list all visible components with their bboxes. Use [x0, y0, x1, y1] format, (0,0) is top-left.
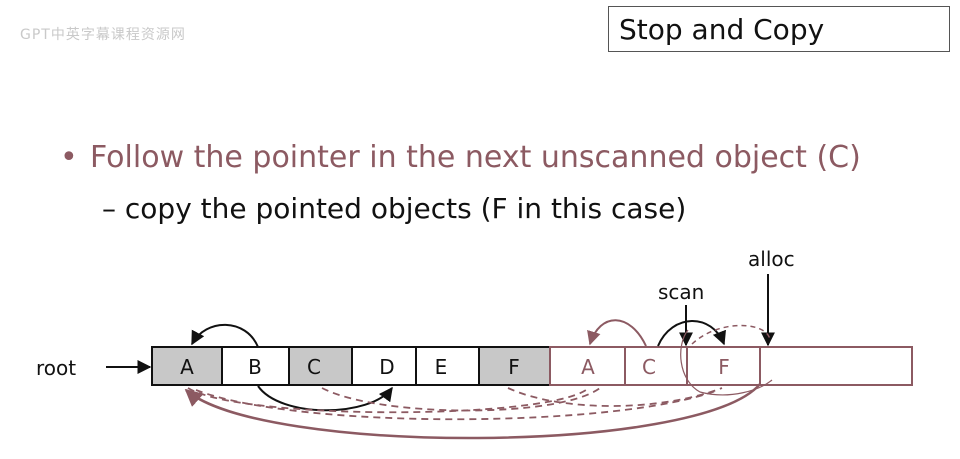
forward-arc-top [691, 324, 771, 345]
from-label-d: D [379, 355, 394, 379]
bullet-point: • Follow the pointer in the next unscanne… [60, 140, 861, 175]
pointer-to-c-to-a [587, 319, 647, 347]
to-label-f: F [718, 355, 730, 379]
forward-a [187, 387, 587, 414]
from-cell-e [415, 346, 480, 386]
pointer-b-to-a [191, 323, 259, 348]
alloc-label: alloc [748, 247, 795, 271]
from-cell-c [288, 346, 353, 386]
from-cell-f [478, 346, 551, 386]
pointer-to-c-to-f [657, 320, 726, 347]
from-cell-b [221, 346, 290, 386]
forward-f [507, 387, 723, 407]
to-cell-a [549, 346, 626, 386]
from-label-a: A [180, 355, 194, 379]
from-label-c: C [307, 355, 321, 379]
to-free-space [759, 346, 913, 386]
from-label-b: B [248, 355, 262, 379]
forward-f-long [195, 389, 719, 421]
bullet-text: Follow the pointer in the next unscanned… [90, 140, 861, 175]
to-cell-c [624, 346, 688, 386]
bullet-dot: • [60, 140, 78, 175]
scan-label: scan [658, 280, 704, 304]
slide-title-box: Stop and Copy [608, 6, 950, 52]
pointer-c-to-d [257, 385, 393, 412]
watermark: GPT中英字幕课程资源网 [20, 27, 186, 43]
sub-bullet: – copy the pointed objects (F in this ca… [102, 192, 687, 225]
to-cell-f [686, 346, 761, 386]
slide-title: Stop and Copy [619, 13, 825, 46]
to-label-c: C [642, 355, 656, 379]
from-label-e: E [435, 355, 448, 379]
root-label: root [36, 356, 76, 380]
to-label-a: A [581, 355, 595, 379]
from-cell-d [351, 346, 417, 386]
root-forward-arc [184, 383, 761, 440]
from-label-f: F [508, 355, 520, 379]
